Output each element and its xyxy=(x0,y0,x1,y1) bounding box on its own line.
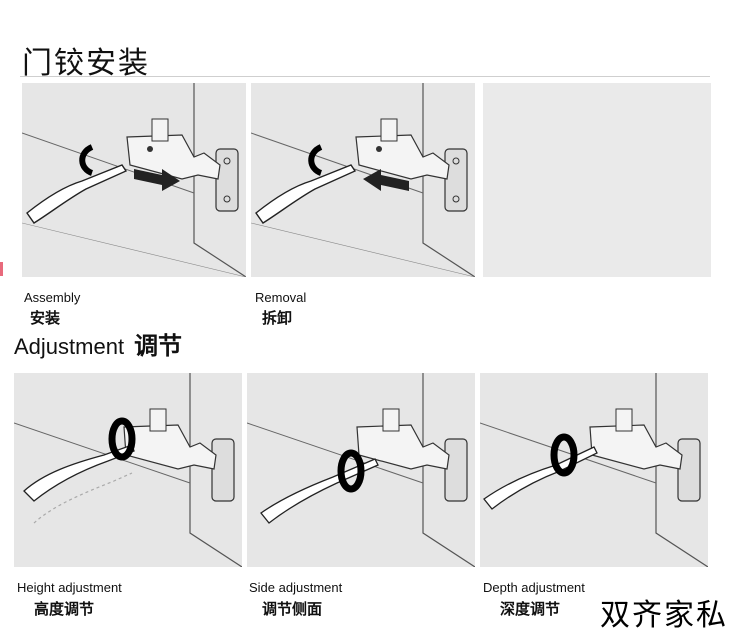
caption-depth-en: Depth adjustment xyxy=(483,580,585,595)
caption-height-cn: 高度调节 xyxy=(34,600,95,618)
depth-illustration xyxy=(480,373,708,567)
panel-depth xyxy=(480,373,708,567)
page-title: 门铰安装 xyxy=(22,46,150,81)
panel-height xyxy=(14,373,242,567)
panel-assembly xyxy=(22,83,246,277)
height-illustration xyxy=(14,373,242,567)
assembly-illustration xyxy=(22,83,246,277)
side-illustration xyxy=(247,373,475,567)
caption-side-cn: 调节侧面 xyxy=(262,600,323,618)
title-divider xyxy=(20,76,710,77)
caption-assembly-cn: 安装 xyxy=(30,309,61,327)
caption-depth-cn: 深度调节 xyxy=(500,600,561,618)
panel-blank xyxy=(483,83,711,277)
panel-removal xyxy=(251,83,475,277)
removal-illustration xyxy=(251,83,475,277)
caption-height-en: Height adjustment xyxy=(17,580,122,595)
caption-side-en: Side adjustment xyxy=(249,580,343,595)
edge-mark xyxy=(0,262,3,276)
caption-removal-en: Removal xyxy=(255,290,307,305)
adjustment-heading-cn: 调节 xyxy=(134,332,183,360)
adjustment-heading-en: Adjustment xyxy=(14,334,125,359)
adjustment-heading: Adjustment 调节 xyxy=(14,326,182,361)
brand-watermark: 双齐家私 xyxy=(600,598,728,633)
caption-assembly-en: Assembly xyxy=(24,290,81,305)
caption-removal-cn: 拆卸 xyxy=(262,309,293,327)
panel-side xyxy=(247,373,475,567)
